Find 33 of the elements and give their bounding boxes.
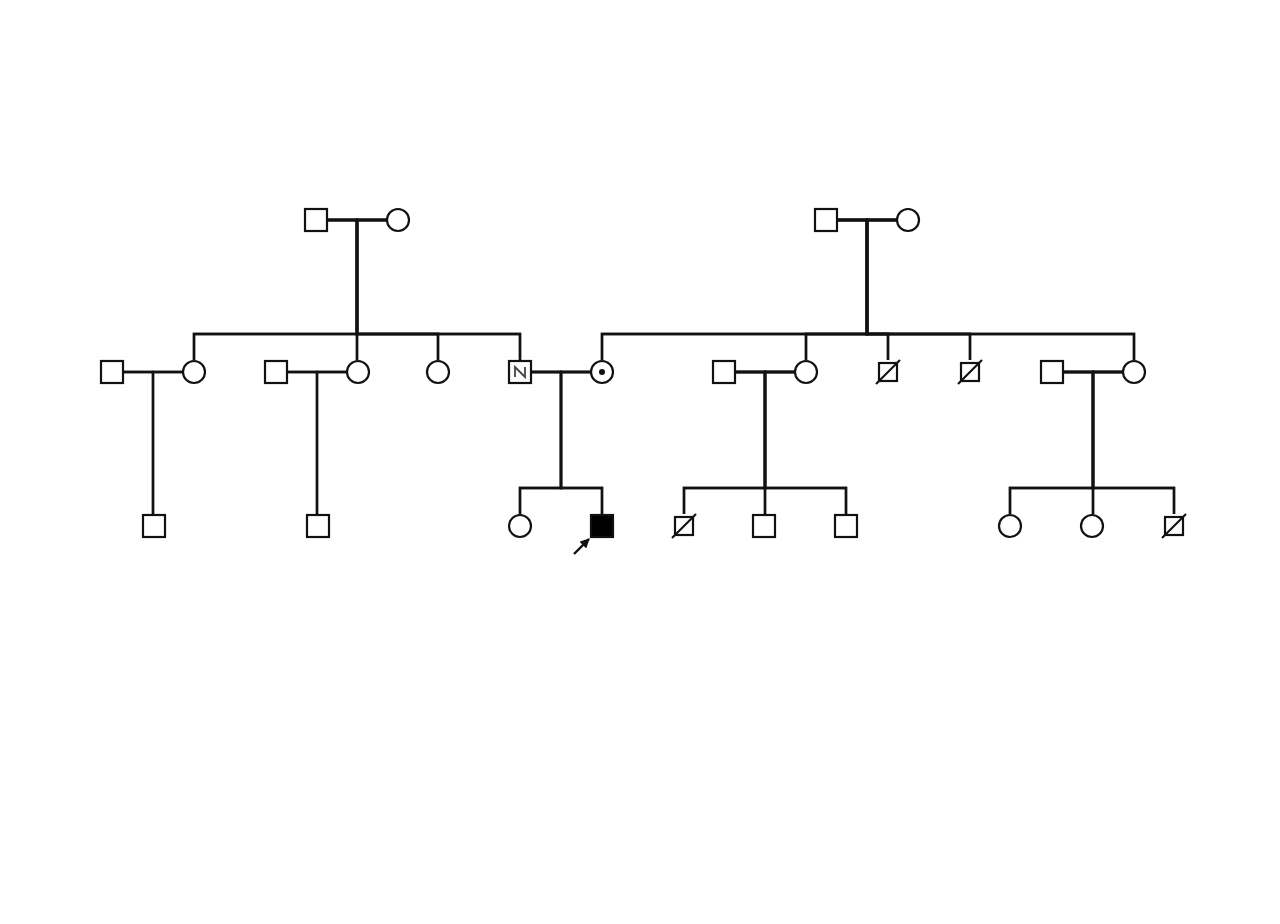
male-square <box>752 514 776 538</box>
deceased-male-square <box>876 360 900 384</box>
carrier-female-circle <box>590 360 614 384</box>
affected-male-square <box>590 514 614 538</box>
proband-arrow <box>573 538 590 555</box>
female-circle <box>896 208 920 232</box>
male-square <box>834 514 858 538</box>
female-circle <box>1122 360 1146 384</box>
male-square <box>305 514 329 538</box>
female-circle <box>998 514 1022 538</box>
deceased-male-square <box>672 514 696 538</box>
female-circle <box>182 360 206 384</box>
descent-line <box>763 370 848 514</box>
male-square <box>1040 360 1064 384</box>
male-square <box>304 208 328 232</box>
deceased-male-square <box>1162 514 1186 538</box>
female-circle <box>508 514 532 538</box>
descent-line <box>151 370 182 514</box>
marked-male-square <box>508 360 532 384</box>
deceased-male-square <box>958 360 982 384</box>
female-circle <box>346 360 370 384</box>
male-square <box>141 514 165 538</box>
female-circle <box>1080 514 1104 538</box>
male-square <box>264 360 288 384</box>
descent-line <box>1091 370 1176 514</box>
male-square <box>100 360 124 384</box>
male-square <box>712 360 736 384</box>
descent-line <box>559 370 604 514</box>
female-circle <box>426 360 450 384</box>
female-circle <box>386 208 410 232</box>
descent-line <box>315 370 346 514</box>
male-square <box>814 208 838 232</box>
female-circle <box>794 360 818 384</box>
